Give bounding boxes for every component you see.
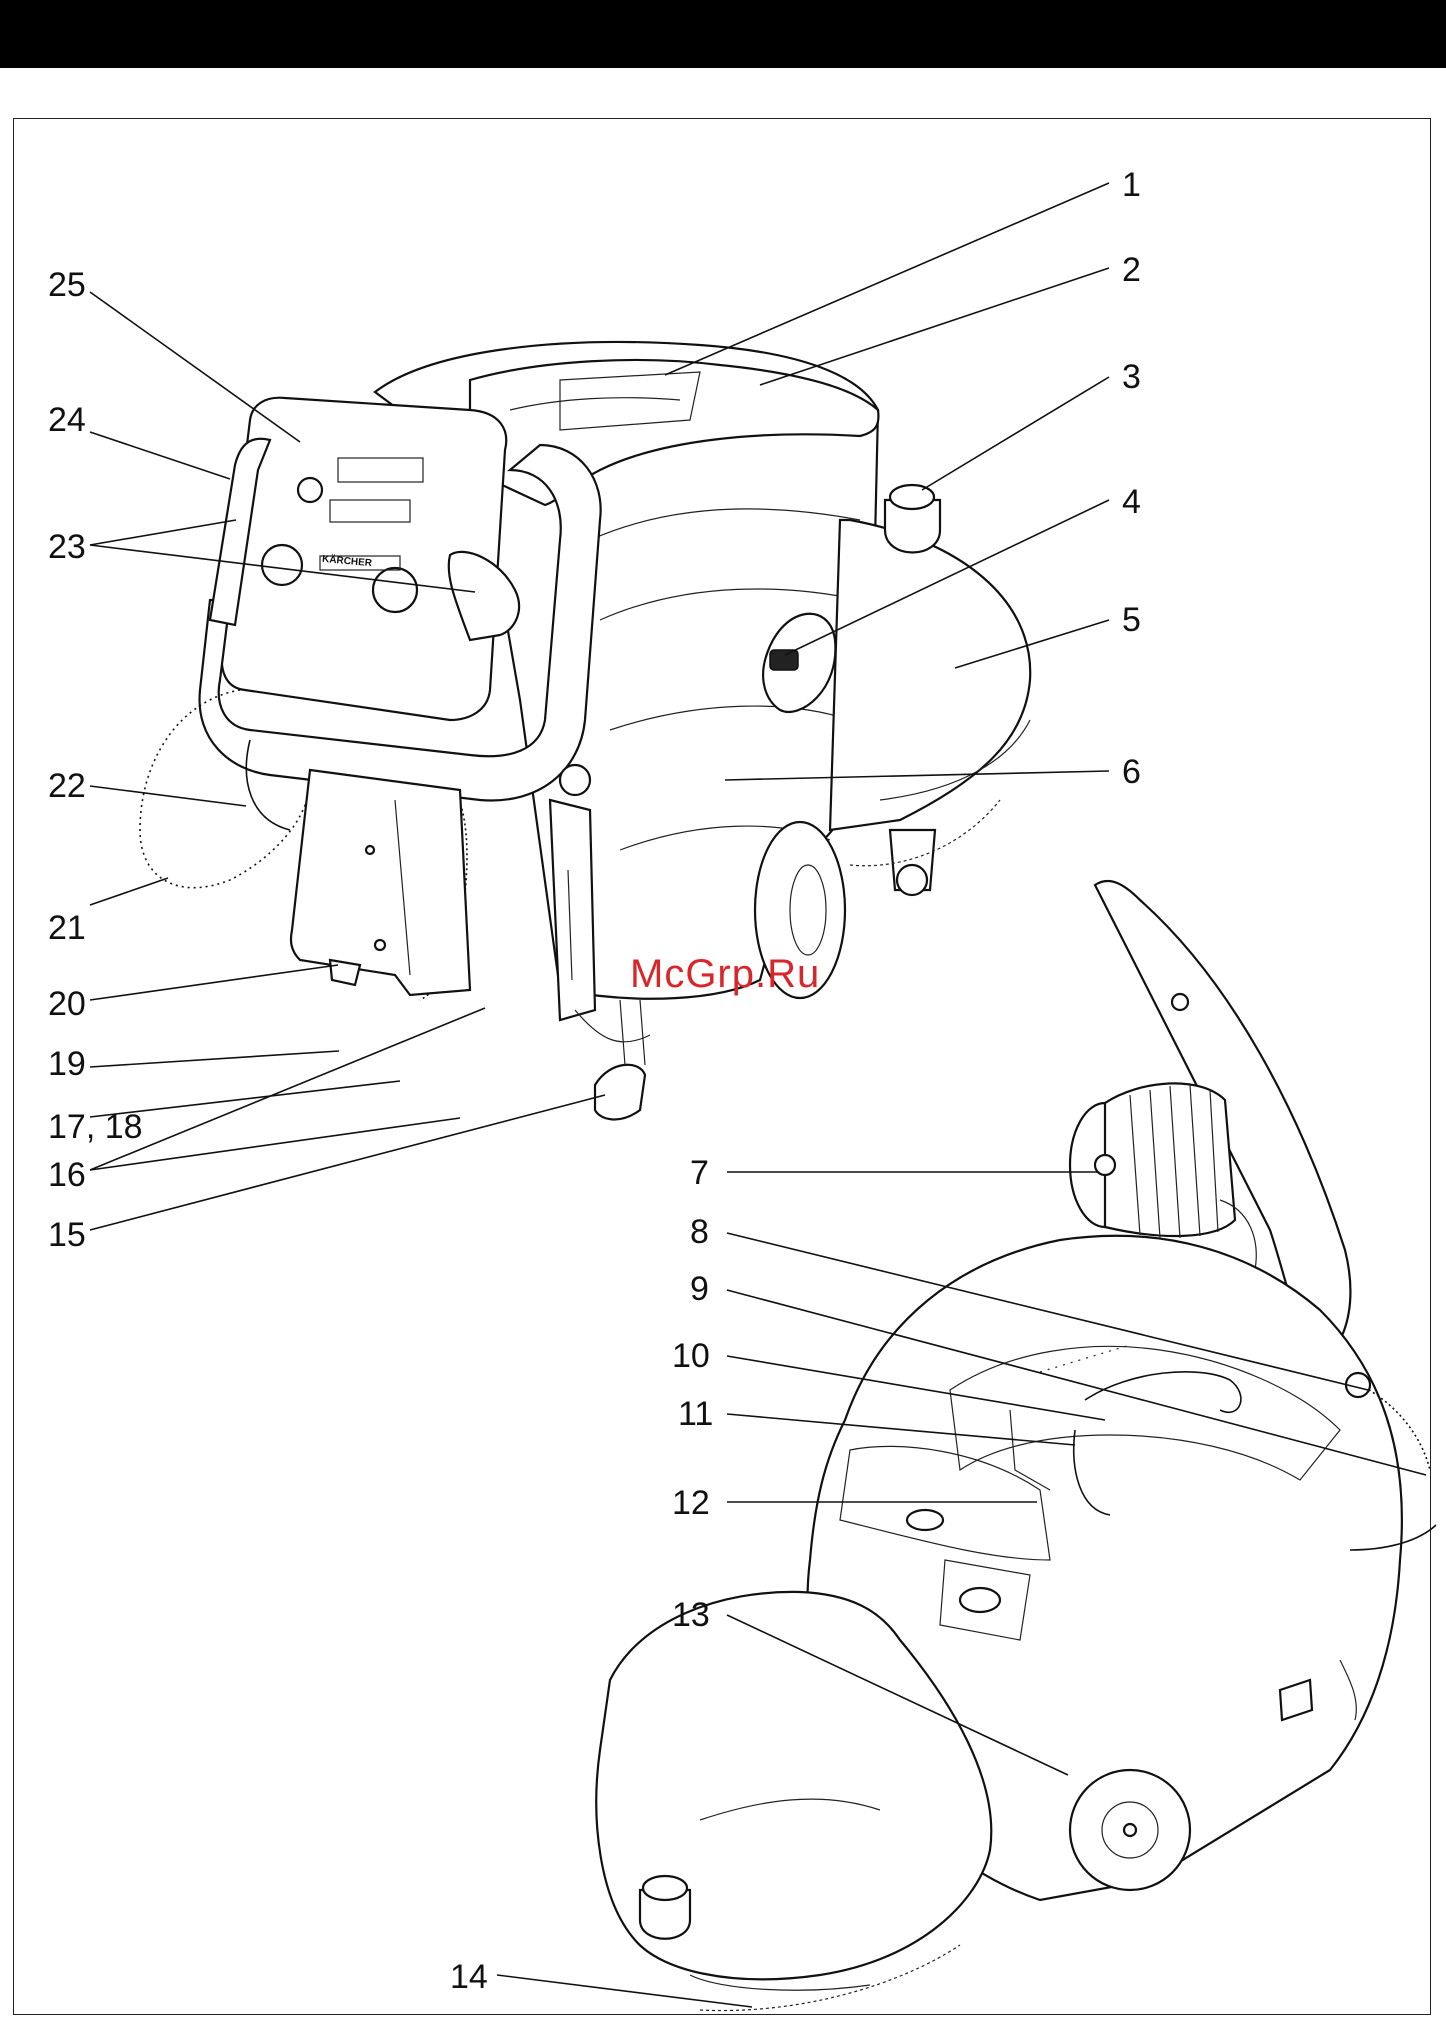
- callout-12: 12: [672, 1486, 710, 1520]
- callout-25: 25: [48, 268, 86, 302]
- upper-machine-drawing: [140, 342, 1030, 1119]
- callout-16: 16: [48, 1158, 86, 1192]
- callout-13: 13: [672, 1598, 710, 1632]
- callout-10: 10: [672, 1339, 710, 1373]
- callout-24: 24: [48, 403, 86, 437]
- callout-3: 3: [1122, 360, 1141, 394]
- callout-21: 21: [48, 911, 86, 945]
- callout-2: 2: [1122, 253, 1141, 287]
- callout-5: 5: [1122, 603, 1141, 637]
- callout-19: 19: [48, 1047, 86, 1081]
- callout-20: 20: [48, 987, 86, 1021]
- callout-17-18: 17, 18: [48, 1110, 143, 1144]
- callout-6: 6: [1122, 755, 1141, 789]
- callout-15: 15: [48, 1218, 86, 1252]
- callout-1: 1: [1122, 168, 1141, 202]
- callout-8: 8: [690, 1215, 709, 1249]
- lower-machine-drawing: [596, 881, 1436, 2011]
- callout-11: 11: [678, 1397, 713, 1431]
- callout-14: 14: [450, 1960, 488, 1994]
- callout-7: 7: [690, 1156, 709, 1190]
- callout-4: 4: [1122, 485, 1141, 519]
- callout-22: 22: [48, 769, 86, 803]
- watermark-text: McGrp.Ru: [630, 952, 820, 997]
- callout-9: 9: [690, 1272, 709, 1306]
- callout-23: 23: [48, 530, 86, 564]
